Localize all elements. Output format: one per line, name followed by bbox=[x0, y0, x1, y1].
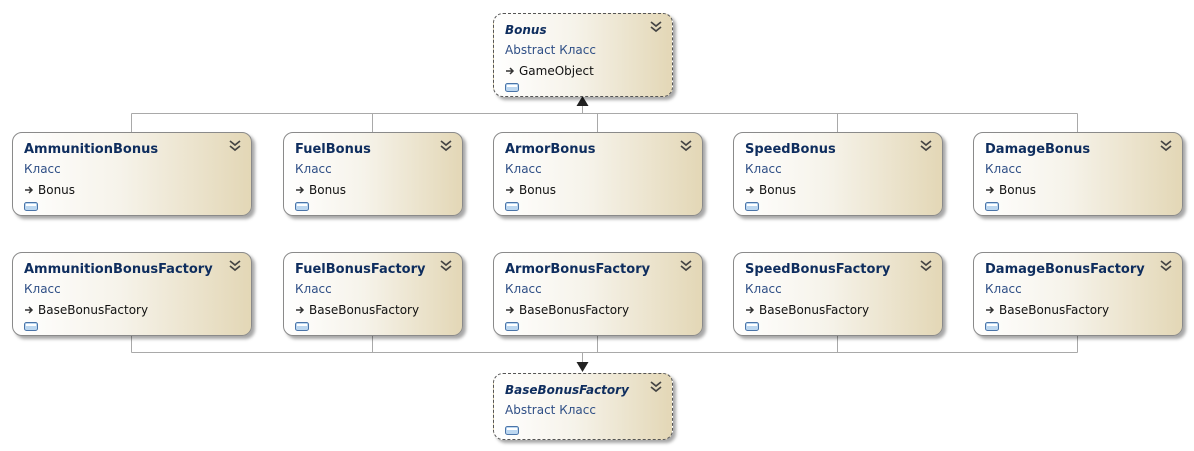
class-kind: Класс bbox=[24, 282, 61, 296]
class-shape-basebonusfactory[interactable]: BaseBonusFactory Abstract Класс bbox=[493, 373, 673, 440]
class-kind: Класс bbox=[295, 282, 332, 296]
inherits-arrow-icon bbox=[296, 186, 305, 194]
base-class-name: BaseBonusFactory bbox=[309, 303, 420, 317]
double-chevron-down-icon[interactable] bbox=[648, 19, 664, 35]
class-name: FuelBonus bbox=[295, 142, 371, 157]
base-class-name: BaseBonusFactory bbox=[519, 303, 630, 317]
double-chevron-down-icon[interactable] bbox=[678, 138, 694, 154]
inherits-arrow-icon bbox=[25, 306, 34, 314]
inherits-arrow-icon bbox=[296, 306, 305, 314]
bonus-inheritance-arrowhead bbox=[576, 96, 589, 106]
inherits-arrow-icon bbox=[746, 306, 755, 314]
base-class-row: Bonus bbox=[505, 183, 556, 197]
class-kind: Класс bbox=[745, 282, 782, 296]
base-class-name: Bonus bbox=[999, 183, 1037, 197]
class-shape-icon bbox=[505, 322, 519, 331]
inherits-arrow-icon bbox=[986, 306, 995, 314]
base-class-row: BaseBonusFactory bbox=[505, 303, 629, 317]
class-shape-bonus[interactable]: Bonus Abstract Класс GameObject bbox=[493, 13, 673, 97]
class-shape-icon bbox=[295, 202, 309, 211]
class-shape-icon bbox=[24, 322, 38, 331]
base-class-row: Bonus bbox=[745, 183, 796, 197]
class-shape-icon bbox=[985, 322, 999, 331]
double-chevron-down-icon[interactable] bbox=[438, 258, 454, 274]
class-kind: Класс bbox=[505, 162, 542, 176]
class-name: Bonus bbox=[505, 23, 547, 37]
class-shape-icon bbox=[505, 202, 519, 211]
class-shape-icon bbox=[24, 202, 38, 211]
base-class-row: Bonus bbox=[24, 183, 75, 197]
class-name: ArmorBonusFactory bbox=[505, 262, 651, 277]
class-kind: Класс bbox=[745, 162, 782, 176]
inherits-arrow-icon bbox=[746, 186, 755, 194]
class-shape-damagebonusfactory[interactable]: DamageBonusFactory Класс BaseBonusFactor… bbox=[973, 252, 1183, 336]
double-chevron-down-icon[interactable] bbox=[918, 258, 934, 274]
base-class-name: BaseBonusFactory bbox=[999, 303, 1110, 317]
inherits-arrow-icon bbox=[986, 186, 995, 194]
class-name: AmmunitionBonus bbox=[24, 142, 159, 157]
class-kind: Класс bbox=[985, 162, 1022, 176]
class-name: AmmunitionBonusFactory bbox=[24, 262, 213, 277]
class-kind: Класс bbox=[985, 282, 1022, 296]
class-kind: Класс bbox=[24, 162, 61, 176]
class-shape-icon bbox=[985, 202, 999, 211]
class-kind: Abstract Класс bbox=[505, 403, 596, 417]
class-kind: Класс bbox=[505, 282, 542, 296]
class-shape-fuelbonusfactory[interactable]: FuelBonusFactory Класс BaseBonusFactory bbox=[283, 252, 463, 336]
class-name: ArmorBonus bbox=[505, 142, 596, 157]
inherits-arrow-icon bbox=[506, 306, 515, 314]
base-class-name: Bonus bbox=[519, 183, 557, 197]
base-class-name: BaseBonusFactory bbox=[38, 303, 149, 317]
class-kind: Abstract Класс bbox=[505, 43, 596, 57]
class-name: BaseBonusFactory bbox=[505, 383, 629, 397]
class-shape-damagebonus[interactable]: DamageBonus Класс Bonus bbox=[973, 132, 1183, 216]
inherits-arrow-icon bbox=[506, 186, 515, 194]
class-shape-icon bbox=[505, 83, 519, 92]
class-shape-armorbonus[interactable]: ArmorBonus Класс Bonus bbox=[493, 132, 703, 216]
class-shape-speedbonus[interactable]: SpeedBonus Класс Bonus bbox=[733, 132, 943, 216]
class-shape-ammunitionbonusfactory[interactable]: AmmunitionBonusFactory Класс BaseBonusFa… bbox=[12, 252, 252, 336]
class-name: SpeedBonusFactory bbox=[745, 262, 891, 277]
class-shape-icon bbox=[295, 322, 309, 331]
base-class-row: BaseBonusFactory bbox=[985, 303, 1109, 317]
base-class-row: BaseBonusFactory bbox=[745, 303, 869, 317]
class-shape-speedbonusfactory[interactable]: SpeedBonusFactory Класс BaseBonusFactory bbox=[733, 252, 943, 336]
double-chevron-down-icon[interactable] bbox=[648, 379, 664, 395]
class-shape-fuelbonus[interactable]: FuelBonus Класс Bonus bbox=[283, 132, 463, 216]
base-class-row: GameObject bbox=[505, 64, 594, 78]
base-class-name: BaseBonusFactory bbox=[759, 303, 870, 317]
base-class-row: BaseBonusFactory bbox=[295, 303, 419, 317]
double-chevron-down-icon[interactable] bbox=[1158, 138, 1174, 154]
double-chevron-down-icon[interactable] bbox=[1158, 258, 1174, 274]
class-name: FuelBonusFactory bbox=[295, 262, 426, 277]
inherits-arrow-icon bbox=[25, 186, 34, 194]
base-class-row: Bonus bbox=[295, 183, 346, 197]
class-name: DamageBonusFactory bbox=[985, 262, 1145, 277]
base-class-name: GameObject bbox=[519, 64, 594, 78]
base-class-name: Bonus bbox=[759, 183, 797, 197]
double-chevron-down-icon[interactable] bbox=[678, 258, 694, 274]
class-name: SpeedBonus bbox=[745, 142, 836, 157]
class-kind: Класс bbox=[295, 162, 332, 176]
class-name: DamageBonus bbox=[985, 142, 1091, 157]
class-shape-armorbonusfactory[interactable]: ArmorBonusFactory Класс BaseBonusFactory bbox=[493, 252, 703, 336]
base-class-name: Bonus bbox=[38, 183, 76, 197]
double-chevron-down-icon[interactable] bbox=[227, 138, 243, 154]
class-shape-icon bbox=[745, 322, 759, 331]
class-shape-icon bbox=[745, 202, 759, 211]
double-chevron-down-icon[interactable] bbox=[227, 258, 243, 274]
class-shape-ammunitionbonus[interactable]: AmmunitionBonus Класс Bonus bbox=[12, 132, 252, 216]
class-shape-icon bbox=[505, 426, 519, 435]
factory-inheritance-arrowhead bbox=[576, 362, 589, 372]
base-class-row: BaseBonusFactory bbox=[24, 303, 148, 317]
inherits-arrow-icon bbox=[506, 67, 515, 75]
double-chevron-down-icon[interactable] bbox=[438, 138, 454, 154]
double-chevron-down-icon[interactable] bbox=[918, 138, 934, 154]
base-class-row: Bonus bbox=[985, 183, 1036, 197]
base-class-name: Bonus bbox=[309, 183, 347, 197]
